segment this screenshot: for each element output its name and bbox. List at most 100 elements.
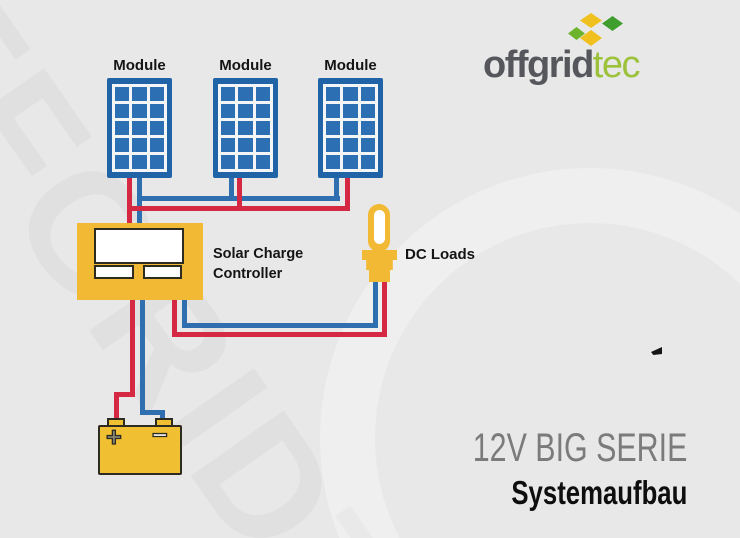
solar-charge-controller <box>77 223 203 300</box>
wire-red-battery-jog <box>114 392 135 397</box>
wire-blue-module2-drop <box>229 178 234 201</box>
wire-blue-controller-to-dc <box>182 300 187 328</box>
solar-module-1 <box>107 78 172 178</box>
solar-cell <box>132 155 147 169</box>
solar-cell <box>238 121 253 135</box>
solar-cell <box>255 155 270 169</box>
solar-cell <box>149 155 164 169</box>
solar-cell <box>132 138 147 152</box>
wire-red-module2-drop <box>237 178 242 211</box>
logo-diamond-icon <box>580 30 602 46</box>
wire-red-module1-drop <box>127 178 132 224</box>
solar-cell <box>115 155 130 169</box>
solar-cell <box>132 121 147 135</box>
solar-cell <box>343 121 358 135</box>
solar-cell <box>115 138 130 152</box>
module-2-label: Module <box>219 57 272 74</box>
solar-cell <box>255 138 270 152</box>
solar-cell <box>326 155 341 169</box>
solar-cell <box>360 138 375 152</box>
solar-module-1-cells <box>112 84 167 172</box>
solar-module-3 <box>318 78 383 178</box>
battery <box>98 425 182 475</box>
wire-blue-controller-to-battery <box>140 300 145 415</box>
solar-cell <box>255 104 270 118</box>
dc-load-lamp-collar <box>362 250 397 270</box>
solar-cell <box>360 155 375 169</box>
logo-word-dark: offgrid <box>483 44 594 86</box>
solar-cell <box>221 87 236 101</box>
solar-cell <box>326 104 341 118</box>
solar-cell <box>238 87 253 101</box>
controller-label-line2: Controller <box>213 266 283 282</box>
dc-load-lamp-glass <box>373 210 385 244</box>
solar-cell <box>238 104 253 118</box>
solar-cell <box>132 87 147 101</box>
solar-cell <box>343 155 358 169</box>
solar-cell <box>343 138 358 152</box>
solar-cell <box>149 87 164 101</box>
solar-cell <box>149 121 164 135</box>
controller-button-left <box>94 265 134 279</box>
solar-cell <box>343 87 358 101</box>
solar-cell <box>149 138 164 152</box>
wire-blue-dc-riser <box>373 282 378 328</box>
wire-red-dc-run <box>172 332 387 337</box>
solar-cell <box>360 87 375 101</box>
wire-blue-module3-drop <box>334 178 339 201</box>
logo-diamond-icon <box>580 13 602 28</box>
module-1-label: Module <box>113 57 166 74</box>
cursor-artifact <box>651 347 662 355</box>
solar-module-2 <box>213 78 278 178</box>
wire-red-controller-to-dc <box>172 300 177 337</box>
module-3-label: Module <box>324 57 377 74</box>
series-title: 12V BIG SERIE <box>472 426 687 470</box>
wire-red-module3-drop <box>345 178 350 211</box>
solar-cell <box>115 104 130 118</box>
solar-cell <box>255 121 270 135</box>
offgridtec-logo: offgridtec <box>483 44 641 87</box>
wire-blue-battery-terminal <box>160 410 165 422</box>
solar-cell <box>326 87 341 101</box>
controller-display <box>94 228 184 264</box>
solar-cell <box>238 155 253 169</box>
solar-cell <box>115 87 130 101</box>
battery-plus-sign: + <box>105 421 122 452</box>
solar-cell <box>326 121 341 135</box>
controller-button-right <box>143 265 182 279</box>
solar-cell <box>255 87 270 101</box>
solar-cell <box>115 121 130 135</box>
solar-module-3-cells <box>323 84 378 172</box>
wire-blue-module1-drop <box>137 178 142 224</box>
wire-blue-battery-jog <box>140 410 165 415</box>
logo-diamond-icon <box>568 27 585 40</box>
solar-cell <box>343 104 358 118</box>
controller-label: Solar Charge Controller <box>213 244 303 284</box>
logo-diamond-icon <box>602 16 623 31</box>
solar-cell <box>221 104 236 118</box>
solar-cell <box>221 155 236 169</box>
solar-cell <box>221 121 236 135</box>
dc-load-lamp-stem <box>369 268 390 282</box>
controller-label-line1: Solar Charge <box>213 246 304 262</box>
dc-load-lamp-icon <box>368 204 390 252</box>
logo-word-green: tec <box>592 44 641 86</box>
series-title-block: 12V BIG SERIE Systemaufbau <box>405 426 687 512</box>
battery-terminal-negative <box>155 418 173 428</box>
dc-loads-label: DC Loads <box>405 246 476 263</box>
solar-module-2-cells <box>218 84 273 172</box>
solar-cell <box>132 104 147 118</box>
solar-cell <box>326 138 341 152</box>
solar-cell <box>149 104 164 118</box>
wire-red-controller-to-battery <box>130 300 135 397</box>
battery-terminal-positive <box>107 418 125 428</box>
solar-cell <box>360 104 375 118</box>
wire-red-battery-terminal <box>114 392 119 422</box>
solar-cell <box>238 138 253 152</box>
series-subtitle: Systemaufbau <box>511 474 687 511</box>
solar-cell <box>221 138 236 152</box>
solar-cell <box>360 121 375 135</box>
battery-minus-sign: − <box>151 419 168 450</box>
wire-blue-dc-run <box>182 323 378 328</box>
